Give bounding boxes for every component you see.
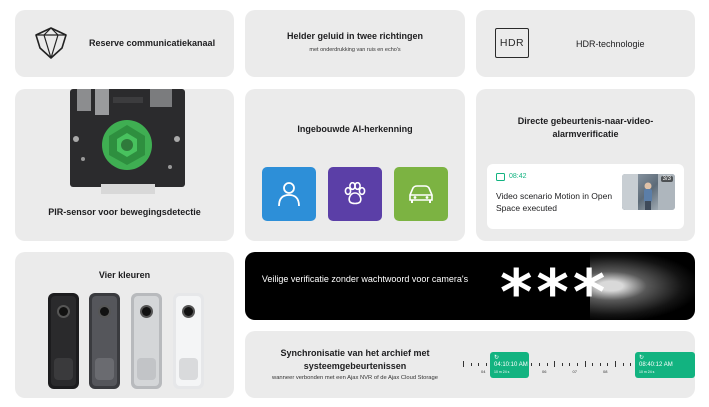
hdr-title: HDR-technologie <box>576 39 645 49</box>
timeline-event[interactable]: ↻08:40:12 AM 10 m 24 s <box>635 352 695 378</box>
timeline-tick <box>554 361 556 367</box>
doorbell-variant-black <box>48 293 79 389</box>
motion-event-icon: ↻ <box>494 355 500 361</box>
backup-channel-title: Reserve communicatiekanaal <box>89 38 216 48</box>
motion-event-icon: ↻ <box>639 355 645 361</box>
timeline-tick <box>592 363 594 366</box>
timeline-tick <box>561 363 563 366</box>
notification-message: Video scenario Motion in Open Space exec… <box>496 191 613 213</box>
paw-icon <box>344 182 366 205</box>
shield-diamond-icon <box>35 27 67 59</box>
ai-tile-person <box>262 167 316 221</box>
doorbell-button <box>137 358 156 380</box>
doorbell-variant-graphite <box>89 293 120 389</box>
person-icon <box>278 182 300 207</box>
archive-sync-card: Synchronisatie van het archief met syste… <box>245 331 695 398</box>
passwordless-verification-card: Veilige verificatie zonder wachtwoord vo… <box>245 252 695 320</box>
pir-sensor-title: PIR-sensor voor bewegingsdetectie <box>48 207 201 217</box>
passwordless-title: Veilige verificatie zonder wachtwoord vo… <box>261 274 469 284</box>
two-way-audio-subtitle: met onderdrukking van ruis en echo's <box>309 47 401 53</box>
hdr-card: HDR HDR-technologie <box>476 10 695 77</box>
four-colors-title: Vier kleuren <box>98 270 151 280</box>
two-way-audio-title: Helder geluid in twee richtingen <box>286 31 424 41</box>
video-verification-card: Directe gebeurtenis-naar-video-alarmveri… <box>476 89 695 241</box>
timeline-tick <box>622 363 624 366</box>
ai-tile-vehicle <box>394 167 448 221</box>
timeline-hour-label: 04 <box>481 369 486 374</box>
event-time: 04:10:10 AM <box>494 362 528 368</box>
camera-lens <box>142 307 151 316</box>
two-way-audio-card: Helder geluid in twee richtingen met ond… <box>245 10 465 77</box>
ai-recognition-card: Ingebouwde AI-herkenning <box>245 89 465 241</box>
timeline-tick <box>615 361 616 367</box>
camera-lens <box>184 307 193 316</box>
timeline-tick <box>577 363 578 366</box>
timeline-tick <box>531 363 533 366</box>
camera-lens <box>100 307 109 316</box>
archive-sync-title: Synchronisatie van het archief met syste… <box>280 348 430 371</box>
timeline-hour-label: 06 <box>542 369 547 374</box>
ai-recognition-title: Ingebouwde AI-herkenning <box>297 124 413 134</box>
pir-sensor-card: PIR-sensor voor bewegingsdetectie <box>15 89 234 241</box>
timeline-tick <box>630 363 632 366</box>
timeline-tick <box>463 361 464 367</box>
clip-counter: 3/3 <box>660 176 673 182</box>
ai-tile-pet <box>328 167 382 221</box>
camera-lens <box>59 307 68 316</box>
event-duration: 10 m 24 s <box>639 370 655 374</box>
car-icon <box>409 185 433 203</box>
backup-channel-card: Reserve communicatiekanaal <box>15 10 234 77</box>
timeline-hour-label: 07 <box>572 369 577 374</box>
video-event-icon <box>496 173 505 181</box>
notification-time: 08:42 <box>509 173 527 180</box>
timeline-tick <box>478 363 480 366</box>
timeline-hour-label: 08 <box>603 369 608 374</box>
doorbell-variant-grey <box>131 293 162 389</box>
doorbell-button <box>54 358 73 380</box>
timeline-tick <box>546 363 548 366</box>
event-time: 08:40:12 AM <box>639 362 673 368</box>
doorbell-button <box>95 358 114 380</box>
doorbell-variant-white <box>173 293 204 389</box>
timeline-tick <box>470 363 472 366</box>
event-duration: 10 m 24 s <box>494 370 510 374</box>
doorbell-button <box>179 358 198 380</box>
event-notification[interactable]: 08:42 Video scenario Motion in Open Spac… <box>487 164 684 229</box>
hdr-icon: HDR <box>495 28 529 58</box>
timeline-event[interactable]: ↻04:10:10 AM 10 m 24 s <box>490 352 529 378</box>
password-asterisks: *** <box>500 256 610 320</box>
dissolve-particles <box>590 252 695 320</box>
video-verification-title: Directe gebeurtenis-naar-video-alarmveri… <box>517 116 654 139</box>
archive-sync-subtitle: wanneer verbonden met een Ajax NVR of de… <box>272 375 438 381</box>
pir-sensor-board-image <box>70 89 185 194</box>
timeline-tick <box>485 363 487 366</box>
timeline-tick <box>607 363 609 366</box>
four-colors-card: Vier kleuren <box>15 252 234 398</box>
timeline-tick <box>599 363 601 366</box>
timeline-tick <box>539 363 540 366</box>
video-thumbnail[interactable]: 3/3 <box>622 174 675 210</box>
timeline-tick <box>584 361 586 367</box>
timeline-tick <box>569 363 571 366</box>
person-in-room-image <box>622 174 675 210</box>
